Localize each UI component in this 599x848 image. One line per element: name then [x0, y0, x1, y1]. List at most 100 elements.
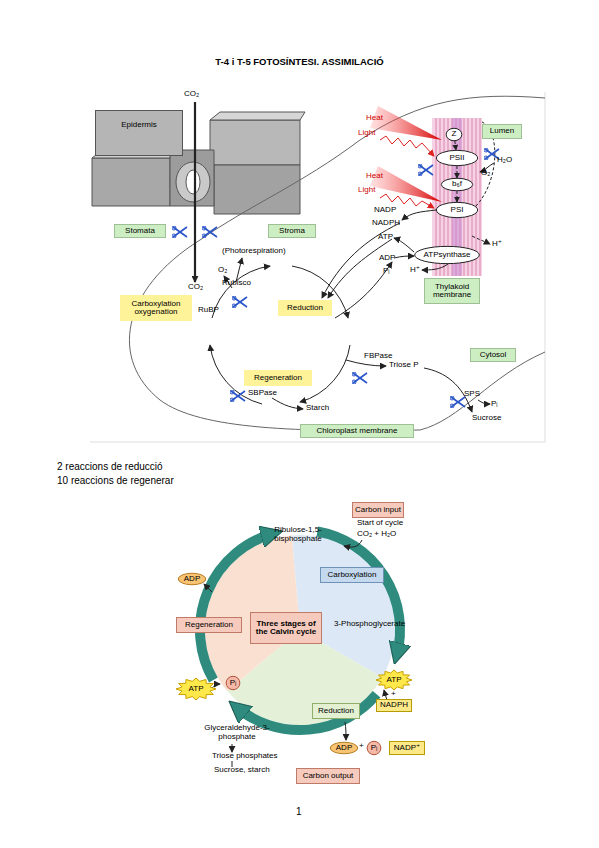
node-text: Carbon input	[355, 506, 401, 514]
scissors-symbol	[172, 226, 187, 238]
cofactor-oval: ADP	[178, 573, 206, 585]
stage-box: Carbon output	[296, 768, 360, 784]
cofactor-oval: ADP	[330, 742, 358, 754]
ellipse-outline	[226, 676, 240, 689]
node-text: Regeneration	[254, 374, 302, 382]
text-label: Start of cycle	[357, 519, 403, 528]
node-text: Thylakoid membrane	[425, 283, 479, 300]
region-label: Chloroplast membrane	[300, 424, 414, 438]
text-label: 3-Phosphoglycerate	[334, 620, 405, 629]
node-text: Carbon output	[303, 772, 354, 780]
node-text: Regeneration	[185, 621, 233, 629]
proton-arrow	[472, 236, 490, 244]
ellipse-outline	[415, 246, 480, 263]
text-label: SPS	[464, 390, 480, 399]
node-text: Carboxylation	[328, 571, 377, 579]
text-label: Light	[358, 186, 375, 195]
output-arrow	[232, 744, 233, 752]
guard-cell	[176, 162, 210, 202]
text-label: H⁺	[492, 240, 502, 249]
adp-return	[335, 262, 392, 318]
proton-arrow	[422, 264, 448, 270]
stage-box: Regeneration	[176, 617, 242, 633]
light-ray	[380, 136, 434, 156]
node-text: PSI	[451, 206, 464, 214]
starburst	[376, 670, 412, 690]
text-label: CO₂	[184, 90, 199, 99]
co2-entry	[344, 540, 362, 547]
node-text: ATP	[387, 676, 402, 684]
region-label: Thylakoid membrane	[424, 278, 480, 304]
frame-line	[90, 442, 545, 443]
node-text: Reduction	[287, 304, 323, 312]
epidermis-cell	[210, 120, 300, 165]
heat-cone	[370, 106, 442, 140]
stage-box: Carboxylation	[320, 567, 384, 583]
complex-ellipse: b₆f	[441, 178, 473, 191]
node-text: Pᵢ	[371, 744, 378, 752]
text-label: ATP	[378, 233, 393, 242]
scissors-marks	[172, 148, 499, 408]
starburst	[176, 678, 216, 700]
atp-burst: ATP	[176, 678, 216, 700]
text-label: Sucrose	[472, 414, 501, 423]
stage-box: Three stages of the Calvin cycle	[250, 612, 322, 644]
node-text: Lumen	[490, 127, 514, 135]
text-label: Sucrose, starch	[214, 766, 270, 775]
text-label: Light	[358, 129, 375, 138]
triose-export	[346, 360, 386, 366]
adp-exit	[345, 722, 346, 740]
node-text: NADPH	[380, 701, 408, 709]
text-label: Starch	[306, 404, 329, 413]
text-label: SBPase	[248, 389, 277, 398]
adp-arrow	[394, 256, 414, 258]
ellipse-outline	[446, 128, 462, 140]
text-label: Triose phosphates	[212, 752, 278, 761]
complex-ellipse: PSII	[436, 150, 478, 166]
atp-entry	[212, 684, 220, 688]
text-label: FBPase	[364, 352, 392, 361]
scissors-symbol	[232, 296, 247, 308]
text-label: Heat	[366, 114, 383, 123]
complex-ellipse: Z	[446, 128, 462, 141]
node-text: ADP	[184, 575, 200, 583]
text-label: 2 reaccions de reducció	[57, 461, 163, 472]
stage-box: Reduction	[278, 300, 332, 316]
adp-exit	[204, 584, 212, 592]
scissors-symbol	[418, 164, 433, 176]
epidermis-cell	[214, 165, 300, 214]
co2-arrow	[194, 102, 196, 282]
scissors-symbol	[352, 372, 367, 384]
cofactor-box: NADPH	[376, 699, 412, 712]
text-label: Pᵢ	[383, 267, 390, 276]
node-text: Carboxylation oxygenation	[120, 300, 192, 317]
epidermis-cells	[92, 112, 305, 214]
scissors-symbol	[202, 226, 217, 238]
text-label: +	[359, 742, 364, 751]
text-label: RuBP	[198, 306, 219, 315]
epidermis-cell	[92, 158, 170, 206]
text-label: Pᵢ	[491, 400, 498, 409]
text-label: Ribulose-1,5- bisphosphate	[266, 526, 330, 544]
text-label: O₂	[218, 266, 227, 275]
text-label: Glyceraldehyde-3- phosphate	[196, 724, 278, 742]
region-label: Lumen	[482, 124, 522, 139]
text-label: ADP	[379, 254, 395, 263]
starch-arrow	[272, 398, 303, 409]
nadph-arrow	[402, 210, 436, 220]
node-text: Reduction	[318, 707, 354, 715]
text-label: +	[391, 690, 396, 699]
ellipse-outline	[441, 178, 472, 190]
electron-flow-arrow	[457, 166, 458, 178]
text-label: Triose P	[389, 361, 419, 370]
scissors-symbol	[484, 148, 499, 160]
node-text: Cytosol	[480, 351, 507, 359]
region-label: Cytosol	[470, 348, 516, 362]
cofactor-box: NADP⁺	[389, 741, 425, 755]
text-label: (Photorespiration)	[222, 247, 286, 256]
ellipse-outline	[436, 202, 477, 217]
phosphate-arrow	[478, 400, 490, 404]
light-rays	[380, 136, 434, 208]
atp-supply	[328, 239, 392, 298]
